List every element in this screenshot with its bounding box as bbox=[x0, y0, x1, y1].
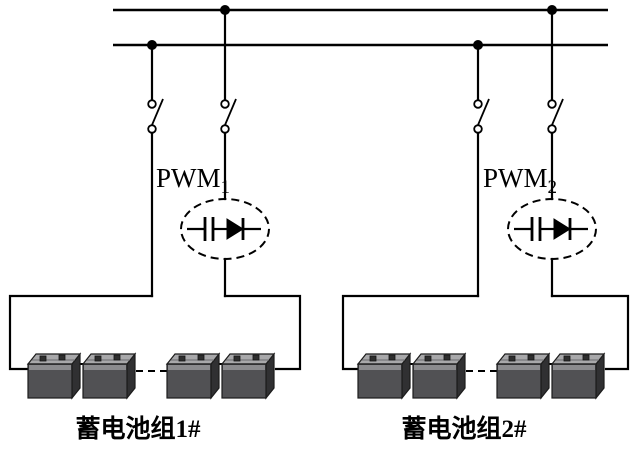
battery-icon bbox=[221, 353, 275, 399]
diode-icon bbox=[226, 218, 244, 240]
branch1-right-wire bbox=[220, 8, 302, 371]
converter-dashed-boundary bbox=[507, 198, 597, 260]
battery-icon bbox=[412, 353, 466, 399]
battery-icon bbox=[357, 353, 411, 399]
disconnect-switch-icon bbox=[473, 98, 490, 134]
battery-icon bbox=[496, 353, 550, 399]
battery-links bbox=[70, 363, 557, 372]
pwm2-label: PWM2 bbox=[483, 163, 557, 198]
battery-group2-label: 蓄电池组2# bbox=[401, 415, 527, 443]
diode-icon bbox=[553, 218, 571, 240]
disconnect-switch-icon bbox=[220, 98, 237, 134]
battery-icon bbox=[551, 353, 605, 399]
disconnect-switch-icon bbox=[147, 98, 164, 134]
branch2-right-wire bbox=[547, 8, 630, 371]
branch1-left-wire bbox=[8, 43, 164, 371]
battery-icon bbox=[166, 353, 220, 399]
pwm2-label-subscript: 2 bbox=[548, 177, 558, 198]
pwm-converter-icon bbox=[180, 198, 270, 260]
pwm1-label: PWM1 bbox=[156, 163, 230, 198]
battery-icon bbox=[27, 353, 81, 399]
pwm-converter-icon bbox=[507, 198, 597, 260]
pwm1-label-base: PWM bbox=[156, 163, 221, 193]
battery-icon bbox=[82, 353, 136, 399]
battery-group1-label: 蓄电池组1# bbox=[75, 415, 201, 443]
disconnect-switch-icon bbox=[547, 98, 564, 134]
pwm2-label-base: PWM bbox=[483, 163, 548, 193]
branch2-left-wire bbox=[341, 43, 490, 371]
pwm1-label-subscript: 1 bbox=[221, 177, 231, 198]
converter-dashed-boundary bbox=[180, 198, 270, 260]
